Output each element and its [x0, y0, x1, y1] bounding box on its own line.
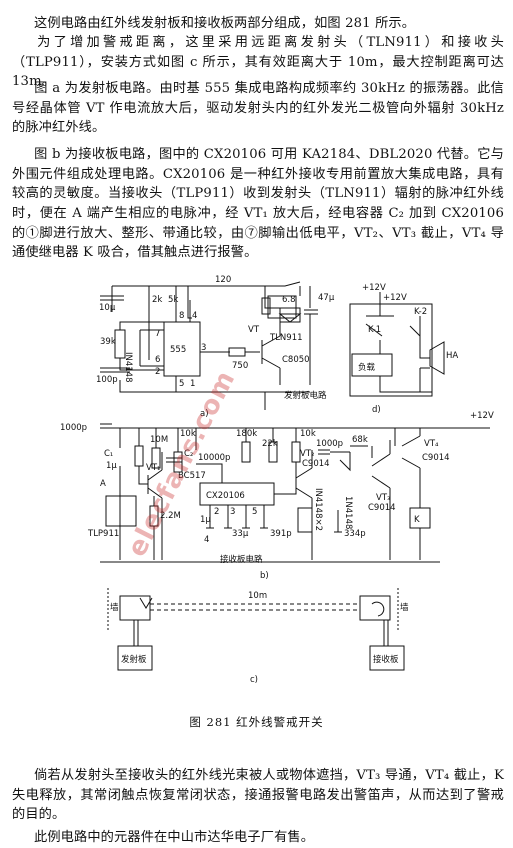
svg-text:10M: 10M [150, 435, 168, 445]
paragraph-intro-text: 这例电路由红外线发射板和接收板两部分组成，如图 281 所示。 [34, 16, 416, 32]
svg-text:接收板电路: 接收板电路 [220, 554, 263, 565]
svg-text:+12V: +12V [470, 411, 494, 421]
svg-text:1000p: 1000p [316, 439, 343, 449]
svg-text:1N4148: 1N4148 [343, 496, 353, 529]
svg-text:VT₂: VT₂ [300, 449, 314, 459]
paragraph-alarm-text: 倘若从发射头至接收头的红外线光束被人或物体遮挡，VT₃ 导通，VT₄ 截止，K … [12, 768, 504, 823]
svg-text:4: 4 [204, 535, 209, 545]
svg-text:4: 4 [192, 311, 197, 321]
svg-text:墙: 墙 [110, 602, 119, 613]
svg-text:1000p: 1000p [60, 423, 87, 433]
svg-text:C9014: C9014 [368, 503, 396, 513]
svg-text:120: 120 [215, 275, 231, 285]
svg-text:68k: 68k [352, 435, 368, 445]
svg-text:8: 8 [179, 311, 184, 321]
svg-text:TLP911: TLP911 [87, 529, 119, 539]
paragraph-receiver: 图 b 为接收板电路，图中的 CX20106 可用 KA2184、DBL2020… [12, 145, 504, 263]
svg-text:100p: 100p [96, 375, 118, 385]
svg-text:39k: 39k [100, 337, 116, 347]
paragraph-distance-text: 为了增加警戒距离，这里采用远距离发射头（TLN911）和接收头（TLP911），… [12, 35, 504, 90]
svg-text:K: K [414, 515, 420, 525]
svg-text:2: 2 [214, 507, 219, 517]
svg-text:3: 3 [201, 343, 206, 353]
svg-text:180k: 180k [236, 429, 257, 439]
svg-text:b): b) [260, 571, 269, 581]
svg-text:6: 6 [155, 355, 160, 365]
svg-text:10000p: 10000p [198, 453, 230, 463]
svg-text:负载: 负载 [358, 362, 376, 373]
svg-text:C8050: C8050 [282, 355, 310, 365]
svg-text:1: 1 [190, 379, 195, 389]
svg-text:1μ: 1μ [200, 515, 211, 525]
svg-text:HA: HA [446, 351, 458, 361]
paragraph-intro: 这例电路由红外线发射板和接收板两部分组成，如图 281 所示。 [12, 14, 504, 34]
svg-text:10k: 10k [180, 429, 196, 439]
svg-text:2.2M: 2.2M [160, 511, 181, 521]
svg-text:+12V: +12V [362, 283, 386, 293]
svg-text:2k: 2k [152, 295, 162, 305]
svg-text:IN4148: IN4148 [123, 352, 133, 383]
svg-text:TLN911: TLN911 [269, 333, 303, 343]
svg-text:发射板电路: 发射板电路 [284, 390, 327, 401]
svg-text:5: 5 [179, 379, 184, 389]
svg-text:BC517: BC517 [178, 471, 206, 481]
svg-text:+12V: +12V [383, 293, 407, 303]
svg-text:47μ: 47μ [318, 293, 335, 303]
svg-text:33μ: 33μ [232, 529, 249, 539]
paragraph-distance: 为了增加警戒距离，这里采用远距离发射头（TLN911）和接收头（TLP911），… [12, 33, 504, 92]
svg-text:1μ: 1μ [106, 461, 117, 471]
svg-text:5k: 5k [168, 295, 178, 305]
svg-text:334p: 334p [344, 529, 366, 539]
svg-text:K-2: K-2 [414, 307, 427, 317]
svg-text:10μ: 10μ [99, 303, 116, 313]
svg-text:d): d) [372, 405, 381, 415]
svg-text:VT₁: VT₁ [146, 463, 160, 473]
paragraph-supplier-text: 此例电路中的元器件在中山市达华电子厂有售。 [34, 830, 315, 846]
paragraph-alarm: 倘若从发射头至接收头的红外线光束被人或物体遮挡，VT₃ 导通，VT₄ 截止，K … [12, 766, 504, 825]
svg-text:C₂: C₂ [184, 449, 193, 459]
paragraph-receiver-text: 图 b 为接收板电路，图中的 CX20106 可用 KA2184、DBL2020… [12, 147, 504, 261]
circuit-figure: 120 +12V 10μ 2k 5k 8 4 6.8 47μ 7 3 6 555… [60, 275, 494, 685]
paragraph-transmitter: 图 a 为发射板电路。由时基 555 集成电路构成频率约 30kHz 的振荡器。… [12, 79, 504, 138]
svg-text:C9014: C9014 [302, 459, 330, 469]
svg-text:IN4148×2: IN4148×2 [313, 488, 323, 531]
figure-caption: 图 281 红外线警戒开关 [189, 715, 324, 729]
svg-text:750: 750 [232, 361, 248, 371]
svg-text:VT₃: VT₃ [376, 493, 390, 503]
svg-text:3: 3 [230, 507, 235, 517]
svg-text:c): c) [250, 675, 258, 685]
svg-text:6.8: 6.8 [282, 295, 296, 305]
svg-text:K-1: K-1 [368, 325, 381, 335]
svg-text:VT: VT [248, 325, 260, 335]
svg-text:391p: 391p [270, 529, 292, 539]
svg-text:CX20106: CX20106 [206, 491, 245, 501]
svg-text:a): a) [200, 409, 209, 419]
svg-text:10m: 10m [248, 591, 267, 601]
svg-text:接收板: 接收板 [373, 654, 399, 665]
svg-text:墙: 墙 [400, 602, 409, 613]
svg-text:5: 5 [252, 507, 257, 517]
svg-text:VT₄: VT₄ [424, 439, 439, 449]
svg-text:C₁: C₁ [104, 449, 113, 459]
svg-text:C9014: C9014 [422, 453, 450, 463]
svg-text:发射板: 发射板 [121, 654, 147, 665]
paragraph-transmitter-text: 图 a 为发射板电路。由时基 555 集成电路构成频率约 30kHz 的振荡器。… [12, 81, 504, 136]
svg-text:10k: 10k [300, 429, 316, 439]
svg-text:555: 555 [170, 345, 186, 355]
svg-text:7: 7 [155, 329, 160, 339]
svg-text:2: 2 [155, 367, 160, 377]
paragraph-supplier: 此例电路中的元器件在中山市达华电子厂有售。 [12, 828, 504, 848]
svg-text:22k: 22k [262, 439, 278, 449]
svg-text:A: A [100, 479, 106, 489]
